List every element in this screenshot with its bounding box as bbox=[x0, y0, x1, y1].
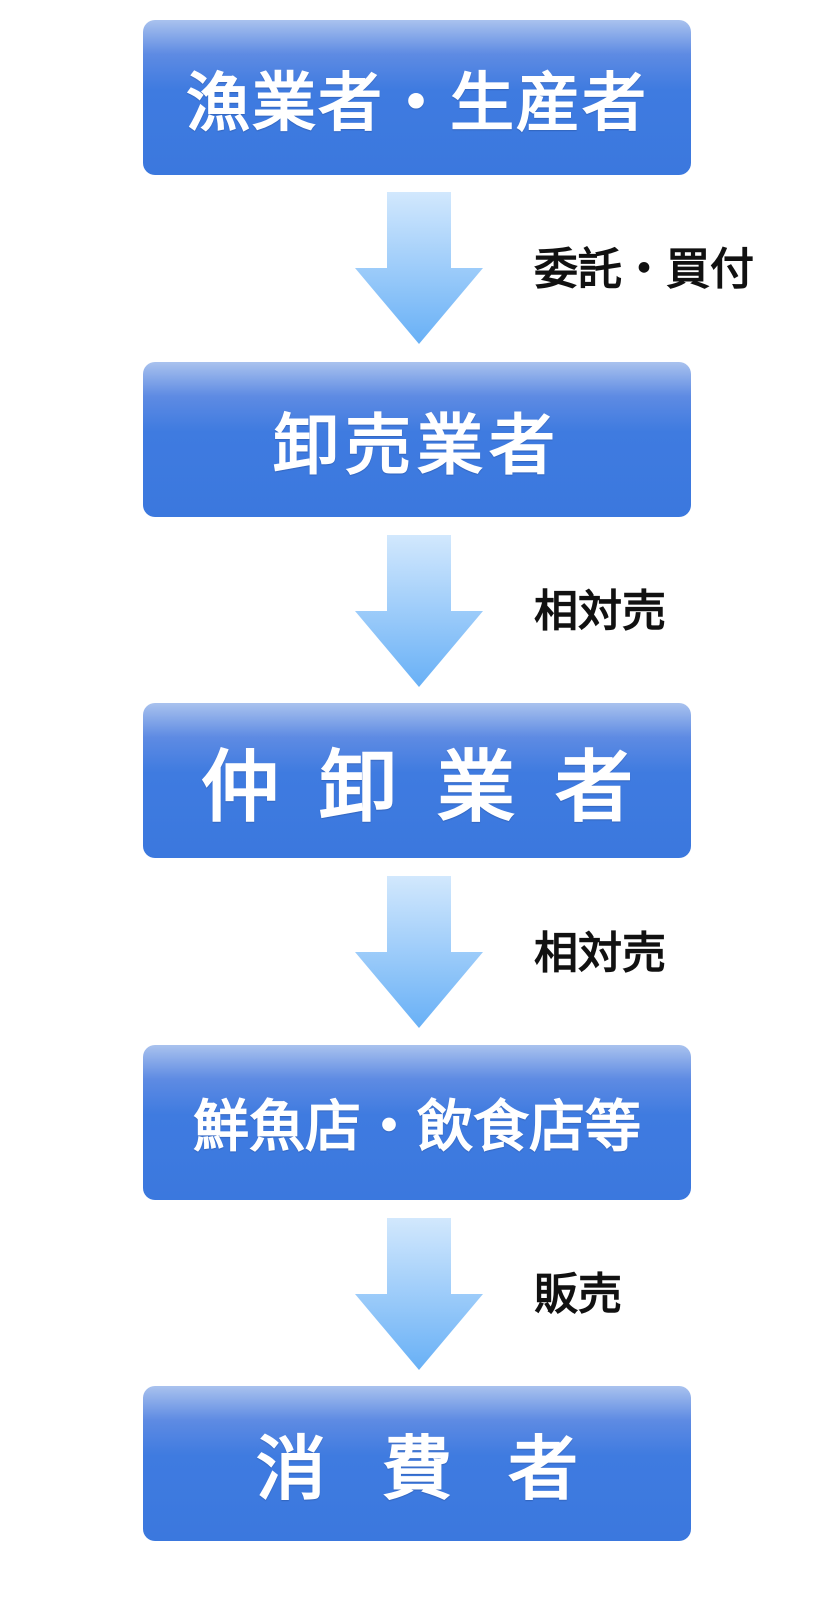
transition-label: 相対売 bbox=[534, 586, 666, 637]
stage-label: 仲卸業者 bbox=[200, 742, 673, 833]
down-arrow-icon bbox=[355, 876, 483, 1028]
stage-intermediate-wholesalers: 仲卸業者 bbox=[143, 703, 691, 858]
stage-label: 漁業者・生産者 bbox=[186, 66, 648, 141]
stage-consumers: 消費者 bbox=[143, 1386, 691, 1541]
stage-label: 消費者 bbox=[256, 1428, 634, 1510]
down-arrow-icon bbox=[355, 535, 483, 687]
stage-wholesalers: 卸売業者 bbox=[143, 362, 691, 517]
stage-label: 卸売業者 bbox=[273, 406, 561, 484]
transition-label: 販売 bbox=[534, 1269, 622, 1320]
stage-retailers-restaurants: 鮮魚店・飲食店等 bbox=[143, 1045, 691, 1200]
stage-fishers-producers: 漁業者・生産者 bbox=[143, 20, 691, 175]
down-arrow-icon bbox=[355, 192, 483, 344]
transition-label: 委託・買付 bbox=[534, 244, 754, 295]
transition-label: 相対売 bbox=[534, 928, 666, 979]
down-arrow-icon bbox=[355, 1218, 483, 1370]
stage-label: 鮮魚店・飲食店等 bbox=[193, 1095, 641, 1160]
